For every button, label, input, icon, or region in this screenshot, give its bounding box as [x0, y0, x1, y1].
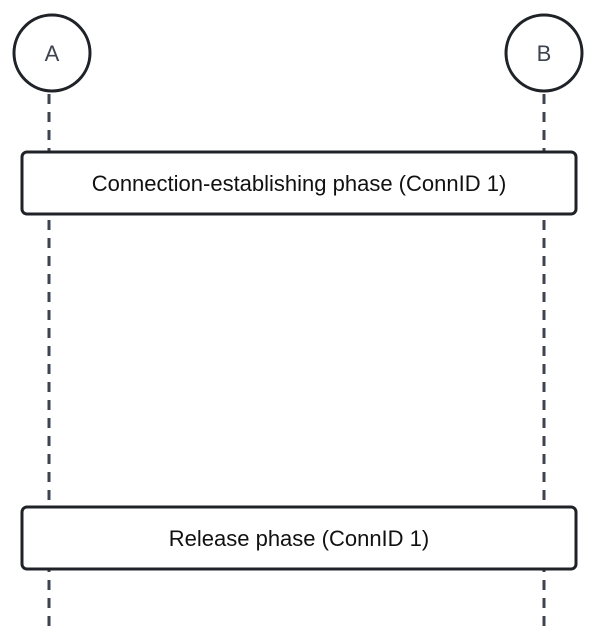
participant-a: A: [12, 13, 92, 93]
release-phase-label: Release phase (ConnID 1): [169, 526, 429, 551]
release-phase-box: Release phase (ConnID 1): [20, 505, 578, 571]
participant-a-circle: [12, 13, 92, 93]
connection-phase-rect: [20, 150, 578, 216]
connection-phase-box: Connection-establishing phase (ConnID 1): [20, 150, 578, 216]
participant-b-label: B: [537, 41, 552, 66]
release-phase-rect: [20, 505, 578, 571]
participant-b-circle: [504, 13, 584, 93]
participant-a-label: A: [45, 41, 60, 66]
connection-phase-label: Connection-establishing phase (ConnID 1): [92, 171, 507, 196]
participant-b: B: [504, 13, 584, 93]
